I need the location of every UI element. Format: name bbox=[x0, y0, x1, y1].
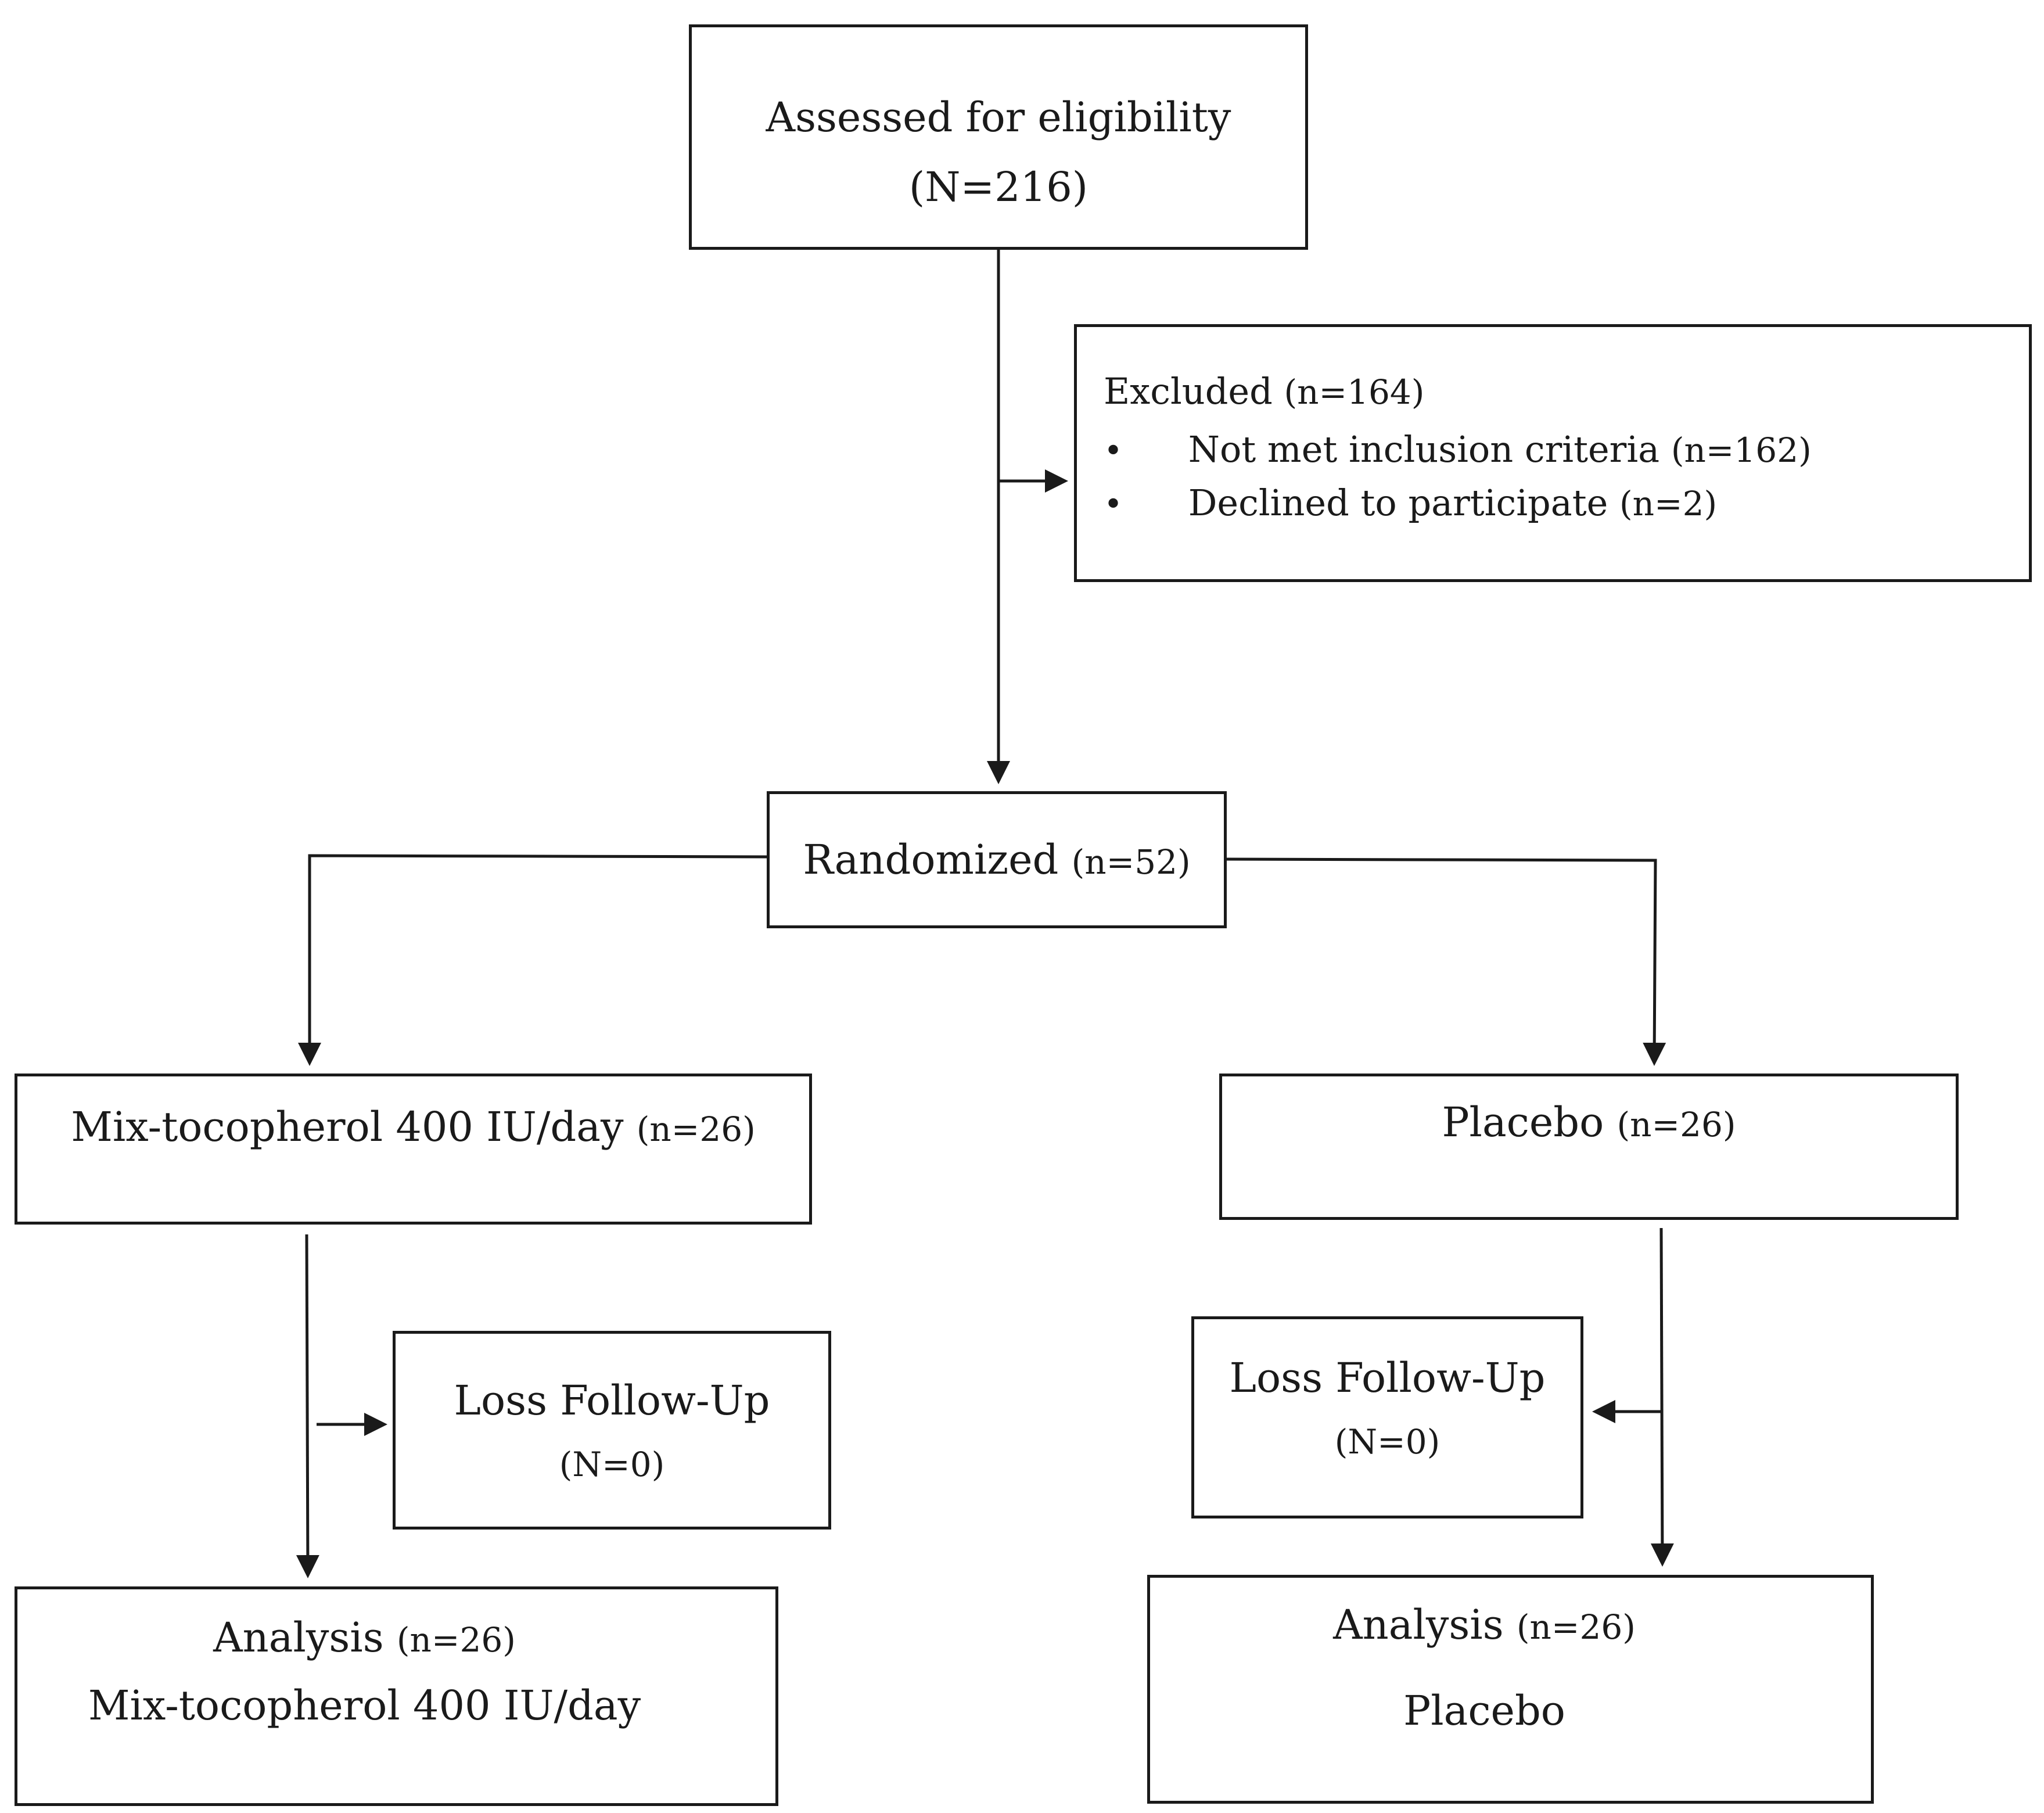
loss-followup-box-placebo: Loss Follow-Up (N=0) bbox=[1191, 1316, 1583, 1518]
analysis-box-mix-tocopherol: Analysis (n=26) Mix-tocopherol 400 IU/da… bbox=[15, 1586, 778, 1806]
connector-mix-to-analysis bbox=[296, 1234, 319, 1578]
excluded-box: Excluded (n=164) • Not met inclusion cri… bbox=[1074, 324, 2032, 582]
randomized-text: Randomized (n=52) bbox=[770, 839, 1224, 880]
analysis-label: Analysis bbox=[213, 1614, 384, 1661]
analysis-label: Analysis bbox=[1333, 1601, 1504, 1649]
excluded-reason-count: (n=2) bbox=[1619, 484, 1718, 523]
loss-followup-count: (N=0) bbox=[559, 1445, 665, 1484]
assessed-count: (N=216) bbox=[908, 163, 1089, 211]
analysis-text: Analysis (n=26) bbox=[1150, 1604, 1819, 1645]
analysis-count: (n=26) bbox=[396, 1620, 516, 1660]
excluded-label: Excluded bbox=[1104, 370, 1273, 412]
allocation-box-placebo: Placebo (n=26) bbox=[1219, 1074, 1959, 1220]
analysis-group: Mix-tocopherol 400 IU/day bbox=[88, 1682, 641, 1729]
excluded-reason-label: Declined to participate bbox=[1188, 482, 1608, 524]
analysis-group: Placebo bbox=[1403, 1687, 1565, 1735]
connector-randomized-to-mix bbox=[298, 854, 767, 1066]
allocation-count: (n=26) bbox=[1616, 1105, 1736, 1144]
analysis-box-placebo: Analysis (n=26) Placebo bbox=[1147, 1575, 1874, 1804]
loss-followup-label: Loss Follow-Up bbox=[454, 1377, 770, 1424]
loss-followup-label: Loss Follow-Up bbox=[1229, 1354, 1546, 1402]
allocation-label: Mix-tocopherol 400 IU/day bbox=[71, 1103, 624, 1151]
excluded-reason-label: Not met inclusion criteria bbox=[1188, 428, 1660, 471]
allocation-text: Placebo (n=26) bbox=[1222, 1102, 1956, 1143]
excluded-reason-item: • Not met inclusion criteria (n=162) bbox=[1104, 432, 1812, 468]
excluded-reason-count: (n=162) bbox=[1671, 430, 1812, 470]
analysis-text: Analysis (n=26) bbox=[17, 1617, 712, 1658]
connector-randomized-to-placebo bbox=[1226, 857, 1666, 1066]
bullet-icon: • bbox=[1104, 432, 1123, 470]
allocation-box-mix-tocopherol: Mix-tocopherol 400 IU/day (n=26) bbox=[15, 1074, 812, 1225]
loss-followup-count: (N=0) bbox=[1334, 1422, 1441, 1462]
excluded-reason-item: • Declined to participate (n=2) bbox=[1104, 485, 1717, 521]
allocation-text: Mix-tocopherol 400 IU/day (n=26) bbox=[17, 1107, 809, 1147]
randomized-label: Randomized bbox=[803, 836, 1059, 884]
assessed-label: Assessed for eligibility bbox=[766, 94, 1231, 141]
analysis-count: (n=26) bbox=[1516, 1607, 1636, 1647]
connector-placebo-to-analysis bbox=[1650, 1227, 1674, 1567]
bullet-icon: • bbox=[1104, 486, 1123, 523]
assessed-box: Assessed for eligibility (N=216) bbox=[689, 24, 1308, 250]
randomized-box: Randomized (n=52) bbox=[767, 791, 1227, 928]
excluded-title: Excluded (n=164) bbox=[1104, 374, 1424, 410]
loss-followup-box-mix-tocopherol: Loss Follow-Up (N=0) bbox=[393, 1331, 831, 1530]
randomized-count: (n=52) bbox=[1071, 842, 1191, 882]
excluded-count: (n=164) bbox=[1284, 372, 1425, 412]
allocation-count: (n=26) bbox=[636, 1110, 756, 1149]
allocation-label: Placebo bbox=[1442, 1098, 1604, 1146]
